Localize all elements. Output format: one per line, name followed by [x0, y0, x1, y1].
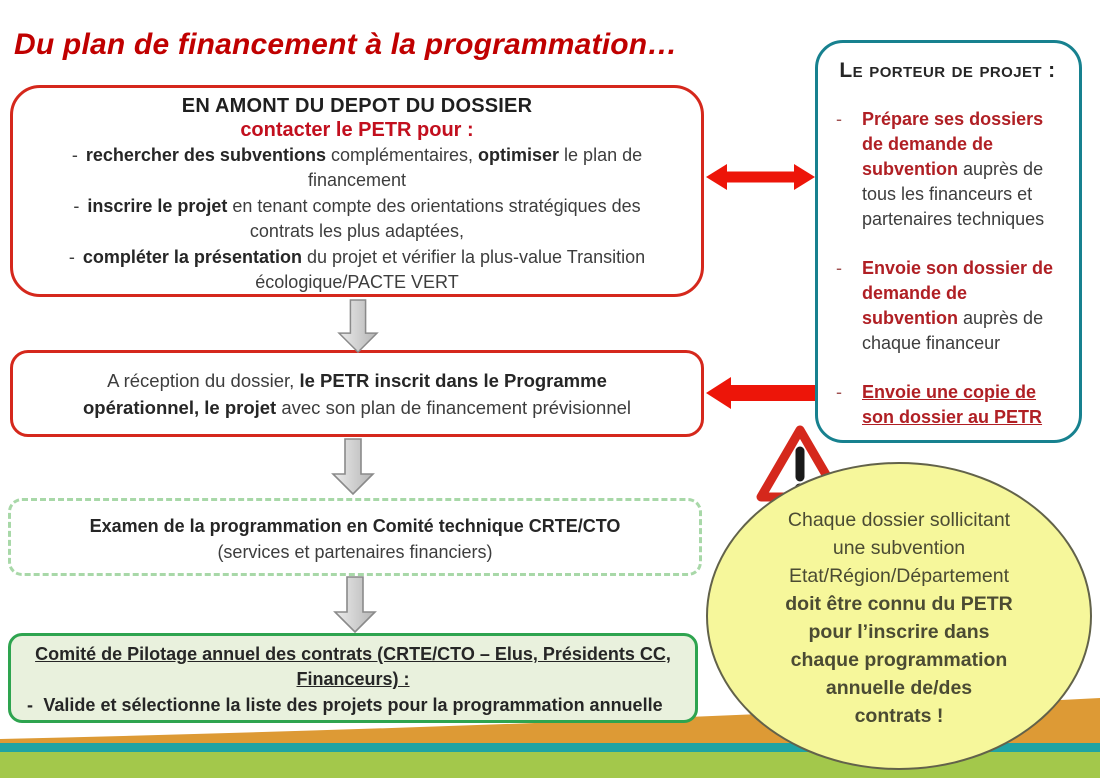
box-examen-programmation: Examen de la programmation en Comité tec…	[8, 498, 702, 576]
amont-bullet-3: -compléter la présentation du projet et …	[39, 245, 675, 295]
examen-line2: (services et partenaires financiers)	[217, 542, 493, 562]
bullet-dash: -	[73, 196, 80, 216]
bullet-dash: -	[836, 109, 842, 129]
box-porteur-de-projet: Le porteur de projet : - Prépare ses dos…	[815, 40, 1082, 443]
bullet-dash: -	[71, 145, 78, 165]
porteur-bullet-2: - Envoie son dossier de demande de subve…	[832, 256, 1063, 356]
bullet-dash: -	[27, 695, 33, 715]
yellow-note-ellipse: Chaque dossier sollicitant une subventio…	[706, 462, 1092, 770]
porteur-title: Le porteur de projet :	[839, 59, 1056, 82]
copil-bullet: - Valide et sélectionne la liste des pro…	[27, 693, 677, 718]
ellipse-line: annuelle de/des	[825, 677, 973, 699]
ellipse-line: Etat/Région/Département	[788, 565, 1010, 587]
red-double-arrow-icon	[706, 164, 815, 190]
porteur-bullet-text: Envoie son dossier de demande de subvent…	[862, 256, 1063, 356]
examen-line1: Examen de la programmation en Comité tec…	[89, 516, 621, 536]
porteur-bold-text: Envoie une copie de son dossier au PETR	[862, 382, 1043, 427]
porteur-bullet-1: - Prépare ses dossiers de demande de sub…	[832, 107, 1063, 232]
red-left-arrow-icon	[706, 377, 815, 409]
ellipse-line: chaque programmation	[790, 649, 1008, 671]
reception-part: A réception du dossier,	[107, 369, 300, 391]
ellipse-line: une subvention	[832, 537, 966, 559]
teal-stripe-band	[0, 743, 1100, 752]
porteur-bold-text: Envoie son dossier de demande de subvent…	[862, 258, 1054, 328]
box-reception-dossier: A réception du dossier, le PETR inscrit …	[10, 350, 704, 437]
page-title: Du plan de financement à la programmatio…	[14, 28, 678, 61]
porteur-bold-text: Prépare ses dossiers de demande de subve…	[862, 109, 1044, 179]
amont-bullet-2: -inscrire le projet en tenant compte des…	[39, 194, 675, 244]
reception-text: A réception du dossier, le PETR inscrit …	[55, 367, 659, 421]
bullet-dash: -	[836, 382, 842, 402]
ellipse-line: doit être connu du PETR	[785, 593, 1013, 615]
porteur-bullet-3: - Envoie une copie de son dossier au PET…	[832, 380, 1063, 430]
ellipse-line: contrats !	[854, 705, 944, 727]
reception-part: avec son plan de financement prévisionne…	[276, 396, 632, 418]
bullet-text: complémentaires,	[325, 145, 479, 165]
bullet-text: compléter la présentation	[82, 247, 302, 267]
box-amont-heading: EN AMONT DU DEPOT DU DOSSIER	[181, 95, 533, 117]
copil-bullet-text: Valide et sélectionne la liste des proje…	[43, 695, 663, 715]
amont-bullet-1: -rechercher des subventions complémentai…	[39, 143, 675, 193]
reception-part: le PETR inscrit dans le Programme opérat…	[82, 369, 607, 418]
box-en-amont-du-depot: EN AMONT DU DEPOT DU DOSSIER contacter l…	[10, 85, 704, 297]
bullet-dash: -	[68, 247, 75, 267]
porteur-bullet-text: Envoie une copie de son dossier au PETR	[862, 380, 1063, 430]
porteur-bullet-text: Prépare ses dossiers de demande de subve…	[862, 107, 1063, 232]
gray-down-arrow-icon	[331, 438, 375, 496]
ellipse-line: Chaque dossier sollicitant	[787, 509, 1011, 531]
bullet-text: le plan de financement	[307, 145, 643, 190]
ellipse-line: pour l’inscrire dans	[808, 621, 990, 643]
bullet-dash: -	[836, 258, 842, 278]
porteur-rest-text: auprès de tous les financeurs et partena…	[862, 159, 1045, 229]
bullet-text: optimiser	[478, 145, 560, 165]
box-comite-pilotage: Comité de Pilotage annuel des contrats (…	[8, 633, 698, 723]
bullet-text: inscrire le projet	[87, 196, 228, 216]
box-amont-subheading: contacter le PETR pour :	[240, 119, 474, 141]
porteur-rest-text: auprès de chaque financeur	[862, 308, 1044, 353]
copil-heading: Comité de Pilotage annuel des contrats (…	[35, 644, 671, 689]
bullet-text: en tenant compte des orientations straté…	[227, 196, 641, 241]
bullet-text: rechercher des subventions	[85, 145, 326, 165]
gray-down-arrow-icon	[333, 576, 377, 634]
bullet-text: du projet et vérifier la plus-value Tran…	[255, 247, 646, 292]
gray-down-arrow-icon	[337, 299, 379, 354]
